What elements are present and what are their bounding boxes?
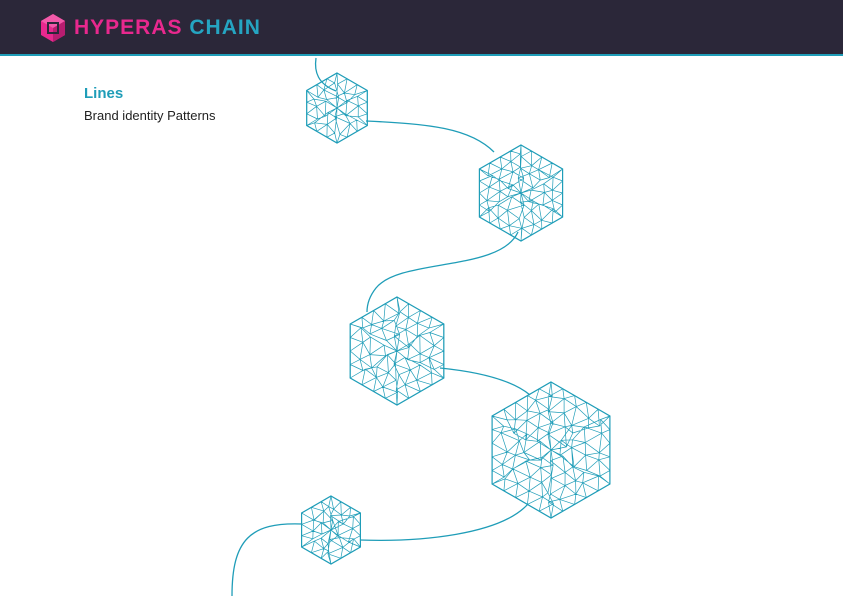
- section-title: Lines: [84, 85, 124, 102]
- connector-lines: [231, 57, 531, 596]
- triangulated-hexagon-icon: [478, 144, 564, 242]
- triangulated-hexagon-icon: [306, 72, 368, 144]
- hexagon-group: [301, 72, 611, 565]
- connector-line: [366, 231, 519, 313]
- hex-cube-icon: [41, 14, 65, 42]
- brand-wordmark: HYPERAS CHAIN: [74, 16, 261, 40]
- connector-line: [359, 503, 529, 541]
- connector-line: [314, 57, 337, 92]
- connector-line: [439, 367, 531, 396]
- triangulated-hexagon-icon: [491, 381, 611, 519]
- triangulated-hexagon-icon: [349, 296, 445, 406]
- connector-line: [231, 523, 303, 596]
- brand-word-chain: CHAIN: [189, 16, 261, 39]
- brand-word-hyperas: HYPERAS: [74, 16, 183, 39]
- triangulated-hexagon-icon: [301, 495, 361, 565]
- header-bar: HYPERAS CHAIN: [0, 0, 843, 56]
- brand-logo: HYPERAS CHAIN: [40, 12, 261, 44]
- connector-line: [365, 120, 495, 153]
- section-subtitle: Brand identity Patterns: [84, 108, 216, 123]
